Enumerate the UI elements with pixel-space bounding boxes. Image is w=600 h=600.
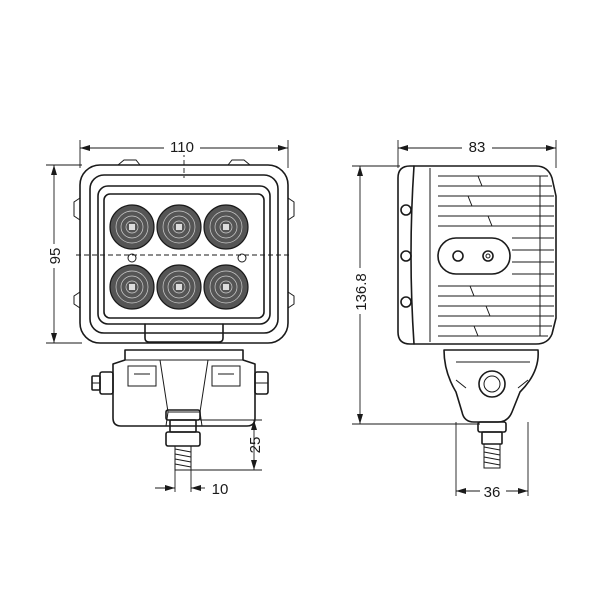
front-housing-outer — [79, 164, 289, 344]
led-lens — [156, 204, 202, 250]
dimension-label-95: 95 — [47, 248, 64, 265]
dimension-10: 10 — [155, 470, 228, 498]
side-body — [397, 165, 557, 345]
left-bolt — [91, 371, 114, 395]
right-bolt — [254, 371, 269, 395]
lens-window — [103, 193, 265, 319]
dimension-label-83: 83 — [469, 139, 486, 156]
dimension-label-10: 10 — [212, 481, 229, 498]
dimension-25: 25 — [191, 419, 264, 471]
front-bracket — [112, 349, 256, 427]
dimension-83: 83 — [397, 139, 557, 168]
side-stud — [477, 421, 507, 469]
heat-sink-fins — [438, 175, 554, 337]
led-lens — [109, 264, 155, 310]
led-array — [109, 204, 249, 310]
side-bracket — [443, 349, 539, 423]
dimension-label-25: 25 — [247, 437, 264, 454]
led-lens — [109, 204, 155, 250]
dimension-label-136-8: 136.8 — [353, 273, 370, 311]
led-lens — [203, 264, 249, 310]
dimension-136-8: 136.8 — [350, 165, 480, 425]
dimension-36: 36 — [455, 422, 529, 501]
label-tab — [144, 323, 224, 343]
dimension-label-36: 36 — [484, 484, 501, 501]
front-view — [73, 152, 295, 471]
dimension-label-110: 110 — [170, 139, 194, 156]
side-slot — [437, 237, 511, 275]
side-view — [397, 165, 557, 469]
front-stud — [165, 409, 201, 471]
dimension-95: 95 — [44, 164, 82, 344]
led-lens — [156, 264, 202, 310]
led-lens — [203, 204, 249, 250]
dimension-110: 110 — [79, 139, 289, 168]
front-housing-inner — [89, 174, 279, 334]
